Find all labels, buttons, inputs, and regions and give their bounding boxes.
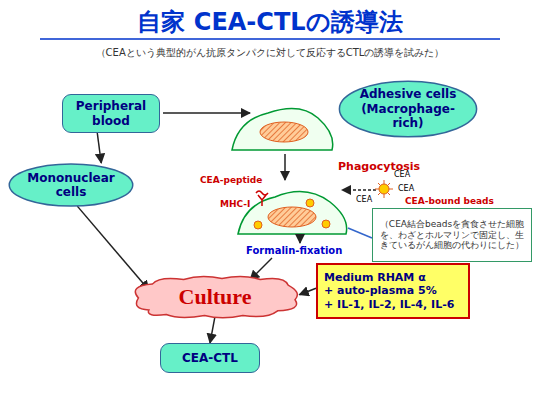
connector-arrow [299,288,316,295]
arrow [163,112,250,114]
connector-arrow [210,316,215,343]
annotation-label: CEA-bound beads [405,196,494,206]
connector-arrow [97,133,101,163]
node-text: Mononuclear cells [22,171,120,200]
node-text: + IL-1, IL-2, IL-4, IL-6 [324,298,454,311]
node-text: + auto-plasma 5% [324,284,437,297]
engulfed-bead [254,221,262,229]
cloud-shape [135,277,297,318]
nucleus [268,207,316,227]
subtitle: （CEAという典型的がん抗原タンパクに対して反応するCTLの誘導を試みた） [70,46,470,60]
title: 自家 CEA-CTLの誘導法 [0,6,540,38]
phagocytosis-arrow [342,189,376,191]
engulfed-bead [306,199,314,207]
node-text: （CEA結合beadsを貪食させた細胞を、わざとホルマリンで固定し、生きているが… [379,219,525,251]
arrow [299,235,301,243]
arrow [250,258,272,280]
annotation-label: CEA [394,170,410,179]
annotation-label: Formalin-fixation [246,245,342,256]
connector-arrow [77,206,149,290]
title-rule [40,38,500,40]
annotation-label: CEA [398,184,414,193]
node-text: Culture [179,284,252,310]
culture-cloud: Culture [128,274,302,320]
node-text: Peripheral blood [69,99,153,128]
peptide-symbol [256,191,268,195]
result-box: CEA-CTL [160,343,260,373]
fixed-cell [238,192,347,234]
ellipse-shape [9,164,132,206]
ellipse-shape [339,81,476,137]
nucleus [260,122,308,142]
annotation-label: CEA [356,195,372,204]
medium-box: Medium RHAM α+ auto-plasma 5%+ IL-1, IL-… [316,263,470,319]
engulfed-bead [322,220,330,228]
node-text: Adhesive cells (Macrophage-rich) [352,87,464,130]
leader-line [348,228,372,238]
mhc-symbol [258,195,266,206]
adhesive-cell [232,109,333,150]
source-box: Peripheral blood [62,94,160,133]
cell-ellipse: Adhesive cells (Macrophage-rich) [338,80,478,138]
annotation-label: CEA-peptide [200,175,262,185]
arrow [284,154,286,180]
node-text: CEA-CTL [182,351,238,365]
node-text: Medium RHAM α [324,271,426,284]
note-box: （CEA結合beadsを貪食させた細胞を、わざとホルマリンで固定し、生きているが… [372,208,532,262]
cell-ellipse: Mononuclear cells [8,163,134,207]
cea-bead [375,180,393,198]
annotation-label: MHC-I [220,199,250,209]
